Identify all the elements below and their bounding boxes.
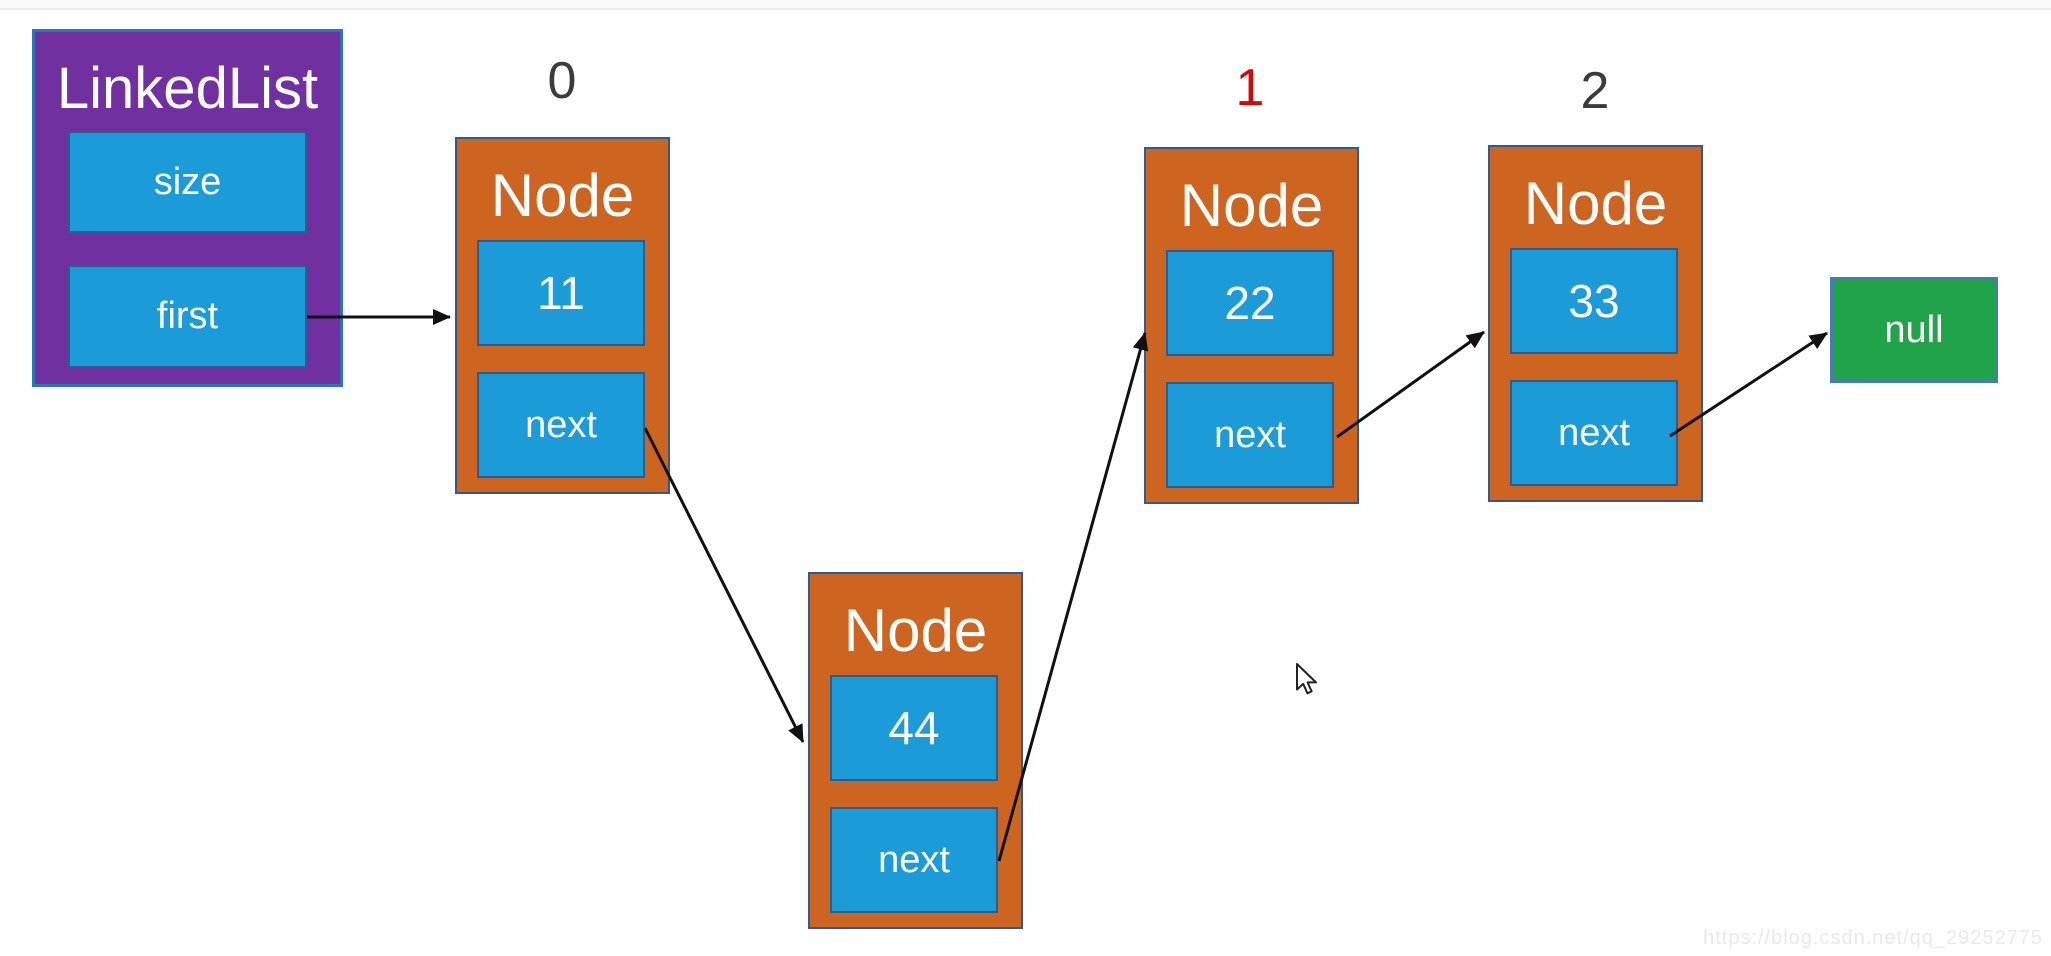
node-1-title: Node (1179, 171, 1324, 239)
node-0-box: Node 11 next (455, 137, 670, 494)
node-1-value-cell: 22 (1166, 250, 1334, 356)
linkedlist-title: LinkedList (56, 55, 319, 121)
node-2-next-cell: next (1510, 380, 1678, 486)
node-1-box: Node 22 next (1144, 147, 1359, 504)
null-box: null (1830, 277, 1998, 383)
node-new-title: Node (843, 596, 988, 664)
linkedlist-box: LinkedList size first (32, 29, 343, 387)
node-1-next-cell: next (1166, 382, 1334, 488)
mouse-cursor-icon (1296, 663, 1317, 695)
arrow-node1-to-node2 (1336, 330, 1485, 439)
index-label-1: 1 (1235, 59, 1265, 117)
node-0-value-cell: 11 (477, 240, 645, 346)
node-2-title: Node (1523, 169, 1668, 237)
node-2-value-cell: 33 (1510, 248, 1678, 354)
node-new-value-cell: 44 (830, 675, 998, 781)
first-field: first (68, 265, 307, 368)
node-0-title: Node (490, 161, 635, 229)
top-divider-line (0, 0, 2051, 10)
node-new-box: Node 44 next (808, 572, 1023, 929)
index-label-0: 0 (547, 52, 577, 110)
node-2-box: Node 33 next (1488, 145, 1703, 502)
size-field: size (68, 131, 307, 233)
index-label-2: 2 (1580, 62, 1610, 120)
node-new-next-cell: next (830, 807, 998, 913)
node-0-next-cell: next (477, 372, 645, 478)
watermark-text: https://blog.csdn.net/qq_29252775 (1703, 927, 2043, 949)
